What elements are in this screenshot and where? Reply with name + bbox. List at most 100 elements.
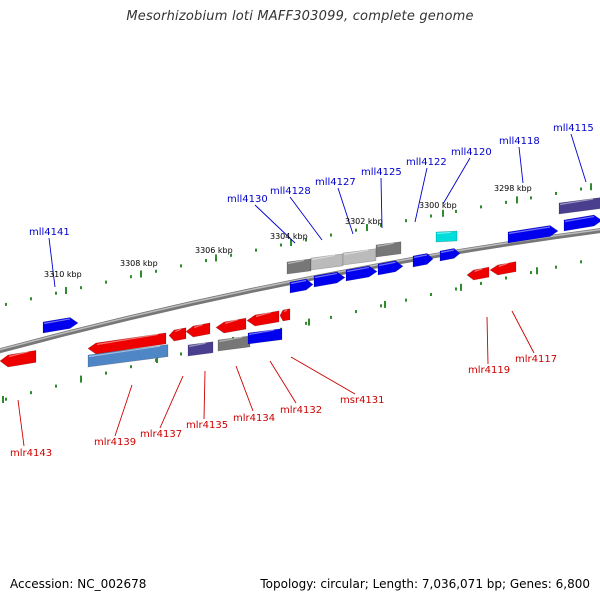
- gene-label-mll4115[interactable]: mll4115: [553, 123, 594, 134]
- tick-dot: [530, 271, 532, 275]
- gene-mlr4139b: [87, 344, 169, 368]
- label-leader-lines: [17, 133, 587, 447]
- gene-label-msr4131[interactable]: msr4131: [340, 395, 385, 406]
- tick-dot: [330, 233, 332, 237]
- gene-mlr4119: [466, 266, 490, 281]
- tick-major: [308, 318, 310, 326]
- gene-mll4115: [558, 197, 600, 215]
- gene-mlr4134: [217, 335, 251, 352]
- gene-mlr4135: [187, 341, 214, 357]
- tick-dot: [230, 253, 232, 257]
- tick-dot: [55, 384, 57, 388]
- gene-label-mlr4137[interactable]: mlr4137: [140, 429, 182, 440]
- gene-highlight: [224, 319, 239, 325]
- tick-dot: [505, 276, 507, 280]
- gene-label-mlr4139[interactable]: mlr4139: [94, 437, 136, 448]
- genome-title: Mesorhizobium loti MAFF303099, complete …: [126, 9, 474, 24]
- gene-block: [247, 328, 283, 345]
- leader-line: [442, 157, 471, 205]
- gene-highlight: [346, 266, 370, 273]
- gene-mlr4143: [0, 349, 37, 368]
- gene-mll4130: [286, 258, 312, 275]
- gene-mll4125: [375, 241, 402, 258]
- tick-dot: [580, 260, 582, 264]
- gene-label-mll4122[interactable]: mll4122: [406, 157, 447, 168]
- gene-block: [185, 322, 211, 338]
- tick-dot: [55, 291, 57, 295]
- gene-highlight: [283, 309, 288, 313]
- tick-dot: [480, 281, 482, 285]
- tick-major: [536, 267, 538, 275]
- tick-dot: [105, 280, 107, 284]
- tick-dot: [505, 200, 507, 204]
- gene-label-mlr4132[interactable]: mlr4132: [280, 405, 322, 416]
- tick-dot: [405, 219, 407, 223]
- tick-dot: [105, 371, 107, 375]
- gene-mll4141: [42, 317, 79, 334]
- tick-dot: [80, 286, 82, 290]
- leader-line: [289, 196, 323, 241]
- gene-msr4131: [279, 308, 291, 322]
- gene-label-mll4118[interactable]: mll4118: [499, 136, 540, 147]
- gene-highlight: [43, 318, 71, 325]
- tick-dot: [280, 243, 282, 247]
- gene-highlight: [378, 261, 396, 267]
- leader-line: [17, 399, 25, 447]
- leader-line: [203, 370, 206, 420]
- leader-line: [414, 167, 428, 223]
- gene-highlight: [174, 328, 182, 333]
- tick-dot: [180, 352, 182, 356]
- tick-dot: [355, 310, 357, 314]
- tick-dot: [305, 238, 307, 242]
- tick-major: [516, 196, 518, 204]
- gene-mll4127: [342, 248, 377, 266]
- tick-dot: [355, 228, 357, 232]
- gene-highlight: [88, 345, 161, 358]
- leader-line: [159, 375, 184, 429]
- gene-mlr4117: [489, 261, 517, 276]
- tick-dot: [530, 196, 532, 200]
- leader-line: [290, 356, 356, 395]
- leader-line: [48, 237, 56, 288]
- gene-highlight: [188, 342, 206, 348]
- kbp-label: 3308 kbp: [120, 259, 158, 268]
- genome-summary-text: Topology: circular; Length: 7,036,071 bp…: [260, 577, 590, 591]
- kbp-label: 3298 kbp: [494, 184, 532, 193]
- gene-highlight: [508, 226, 551, 235]
- gene-highlight: [96, 333, 159, 346]
- gene-block: [439, 248, 461, 262]
- gene-label-mlr4117[interactable]: mlr4117: [515, 354, 557, 365]
- leader-line: [114, 384, 133, 437]
- leader-line: [380, 177, 383, 229]
- tick-major: [80, 375, 82, 383]
- leader-line: [269, 360, 297, 404]
- gene-label-mll4127[interactable]: mll4127: [315, 177, 356, 188]
- gene-label-mll4141[interactable]: mll4141: [29, 227, 70, 238]
- gene-label-mll4120[interactable]: mll4120: [451, 147, 492, 158]
- gene-block: [345, 265, 378, 282]
- gene-highlight: [436, 231, 451, 235]
- tick-dot: [380, 223, 382, 227]
- gene-label-mlr4135[interactable]: mlr4135: [186, 420, 228, 431]
- gene-highlight: [290, 279, 307, 285]
- gene-label-mlr4143[interactable]: mlr4143: [10, 448, 52, 459]
- gene-block: [313, 271, 346, 288]
- gene-label-mll4125[interactable]: mll4125: [361, 167, 402, 178]
- tick-major: [460, 283, 462, 291]
- gene-label-mlr4119[interactable]: mlr4119: [468, 365, 510, 376]
- gene-highlight: [218, 336, 243, 343]
- gene-label-mll4130[interactable]: mll4130: [227, 194, 268, 205]
- tick-dot: [5, 302, 7, 306]
- tick-major: [140, 270, 142, 278]
- gene-highlight: [376, 242, 394, 248]
- tick-dot: [555, 265, 557, 269]
- tick-dot: [480, 205, 482, 209]
- gene-highlight: [287, 259, 304, 265]
- gene-label-mlr4134[interactable]: mlr4134: [233, 413, 275, 424]
- gene-block: [215, 317, 247, 334]
- kbp-label: 3306 kbp: [195, 246, 233, 255]
- gene-label-mll4128[interactable]: mll4128: [270, 186, 311, 197]
- gene-mll4118: [507, 225, 559, 244]
- tick-major: [290, 239, 292, 247]
